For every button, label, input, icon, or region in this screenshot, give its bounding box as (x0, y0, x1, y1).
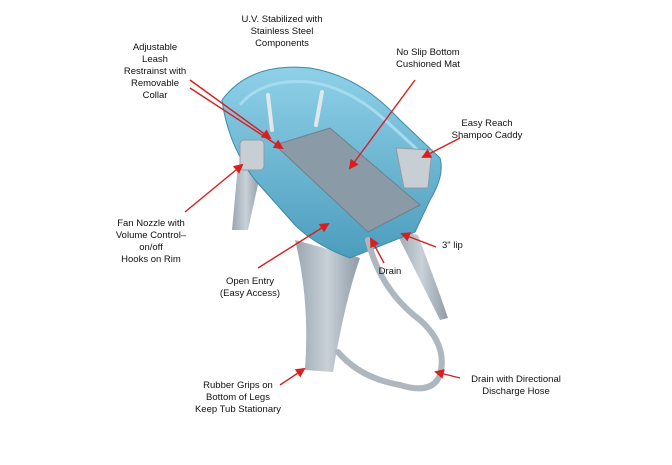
rear-leg (232, 165, 260, 230)
arrow-grips (279, 367, 306, 386)
bottom-mat (274, 127, 421, 233)
callout-leash: Adjustable Leash Restrainst with Removab… (123, 42, 187, 101)
callout-caddy: Easy Reach Shampoo Caddy (451, 118, 523, 141)
leash-post (266, 90, 324, 132)
front-leg (295, 240, 360, 372)
callout-lip: 3" lip (442, 240, 463, 251)
callout-grips: Rubber Grips on Bottom of Legs Keep Tub … (194, 380, 282, 415)
shampoo-caddy (395, 147, 433, 189)
rear-leg (395, 230, 448, 320)
fan-nozzle (239, 139, 265, 171)
arrow-leash (189, 79, 272, 140)
arrow-caddy (421, 137, 461, 158)
callout-drain: Drain (378, 266, 402, 277)
arrow-leash-2 (189, 87, 284, 150)
callout-entry: Open Entry (Easy Access) (219, 276, 281, 299)
callout-hose: Drain with Directional Discharge Hose (471, 374, 561, 397)
arrow-lip (400, 232, 437, 248)
arrows (184, 79, 461, 386)
tub-rim (238, 79, 422, 154)
callout-uv: U.V. Stabilized with Stainless Steel Com… (241, 14, 323, 49)
arrow-hose (434, 369, 461, 379)
arrow-fan (184, 163, 244, 213)
callout-fan: Fan Nozzle with Volume Control– on/off H… (115, 218, 187, 265)
callout-mat: No Slip Bottom Cushioned Mat (396, 47, 460, 70)
arrow-mat (348, 79, 416, 170)
tub-illustration (221, 66, 448, 392)
arrow-drain (370, 237, 385, 264)
arrow-entry (257, 222, 330, 269)
